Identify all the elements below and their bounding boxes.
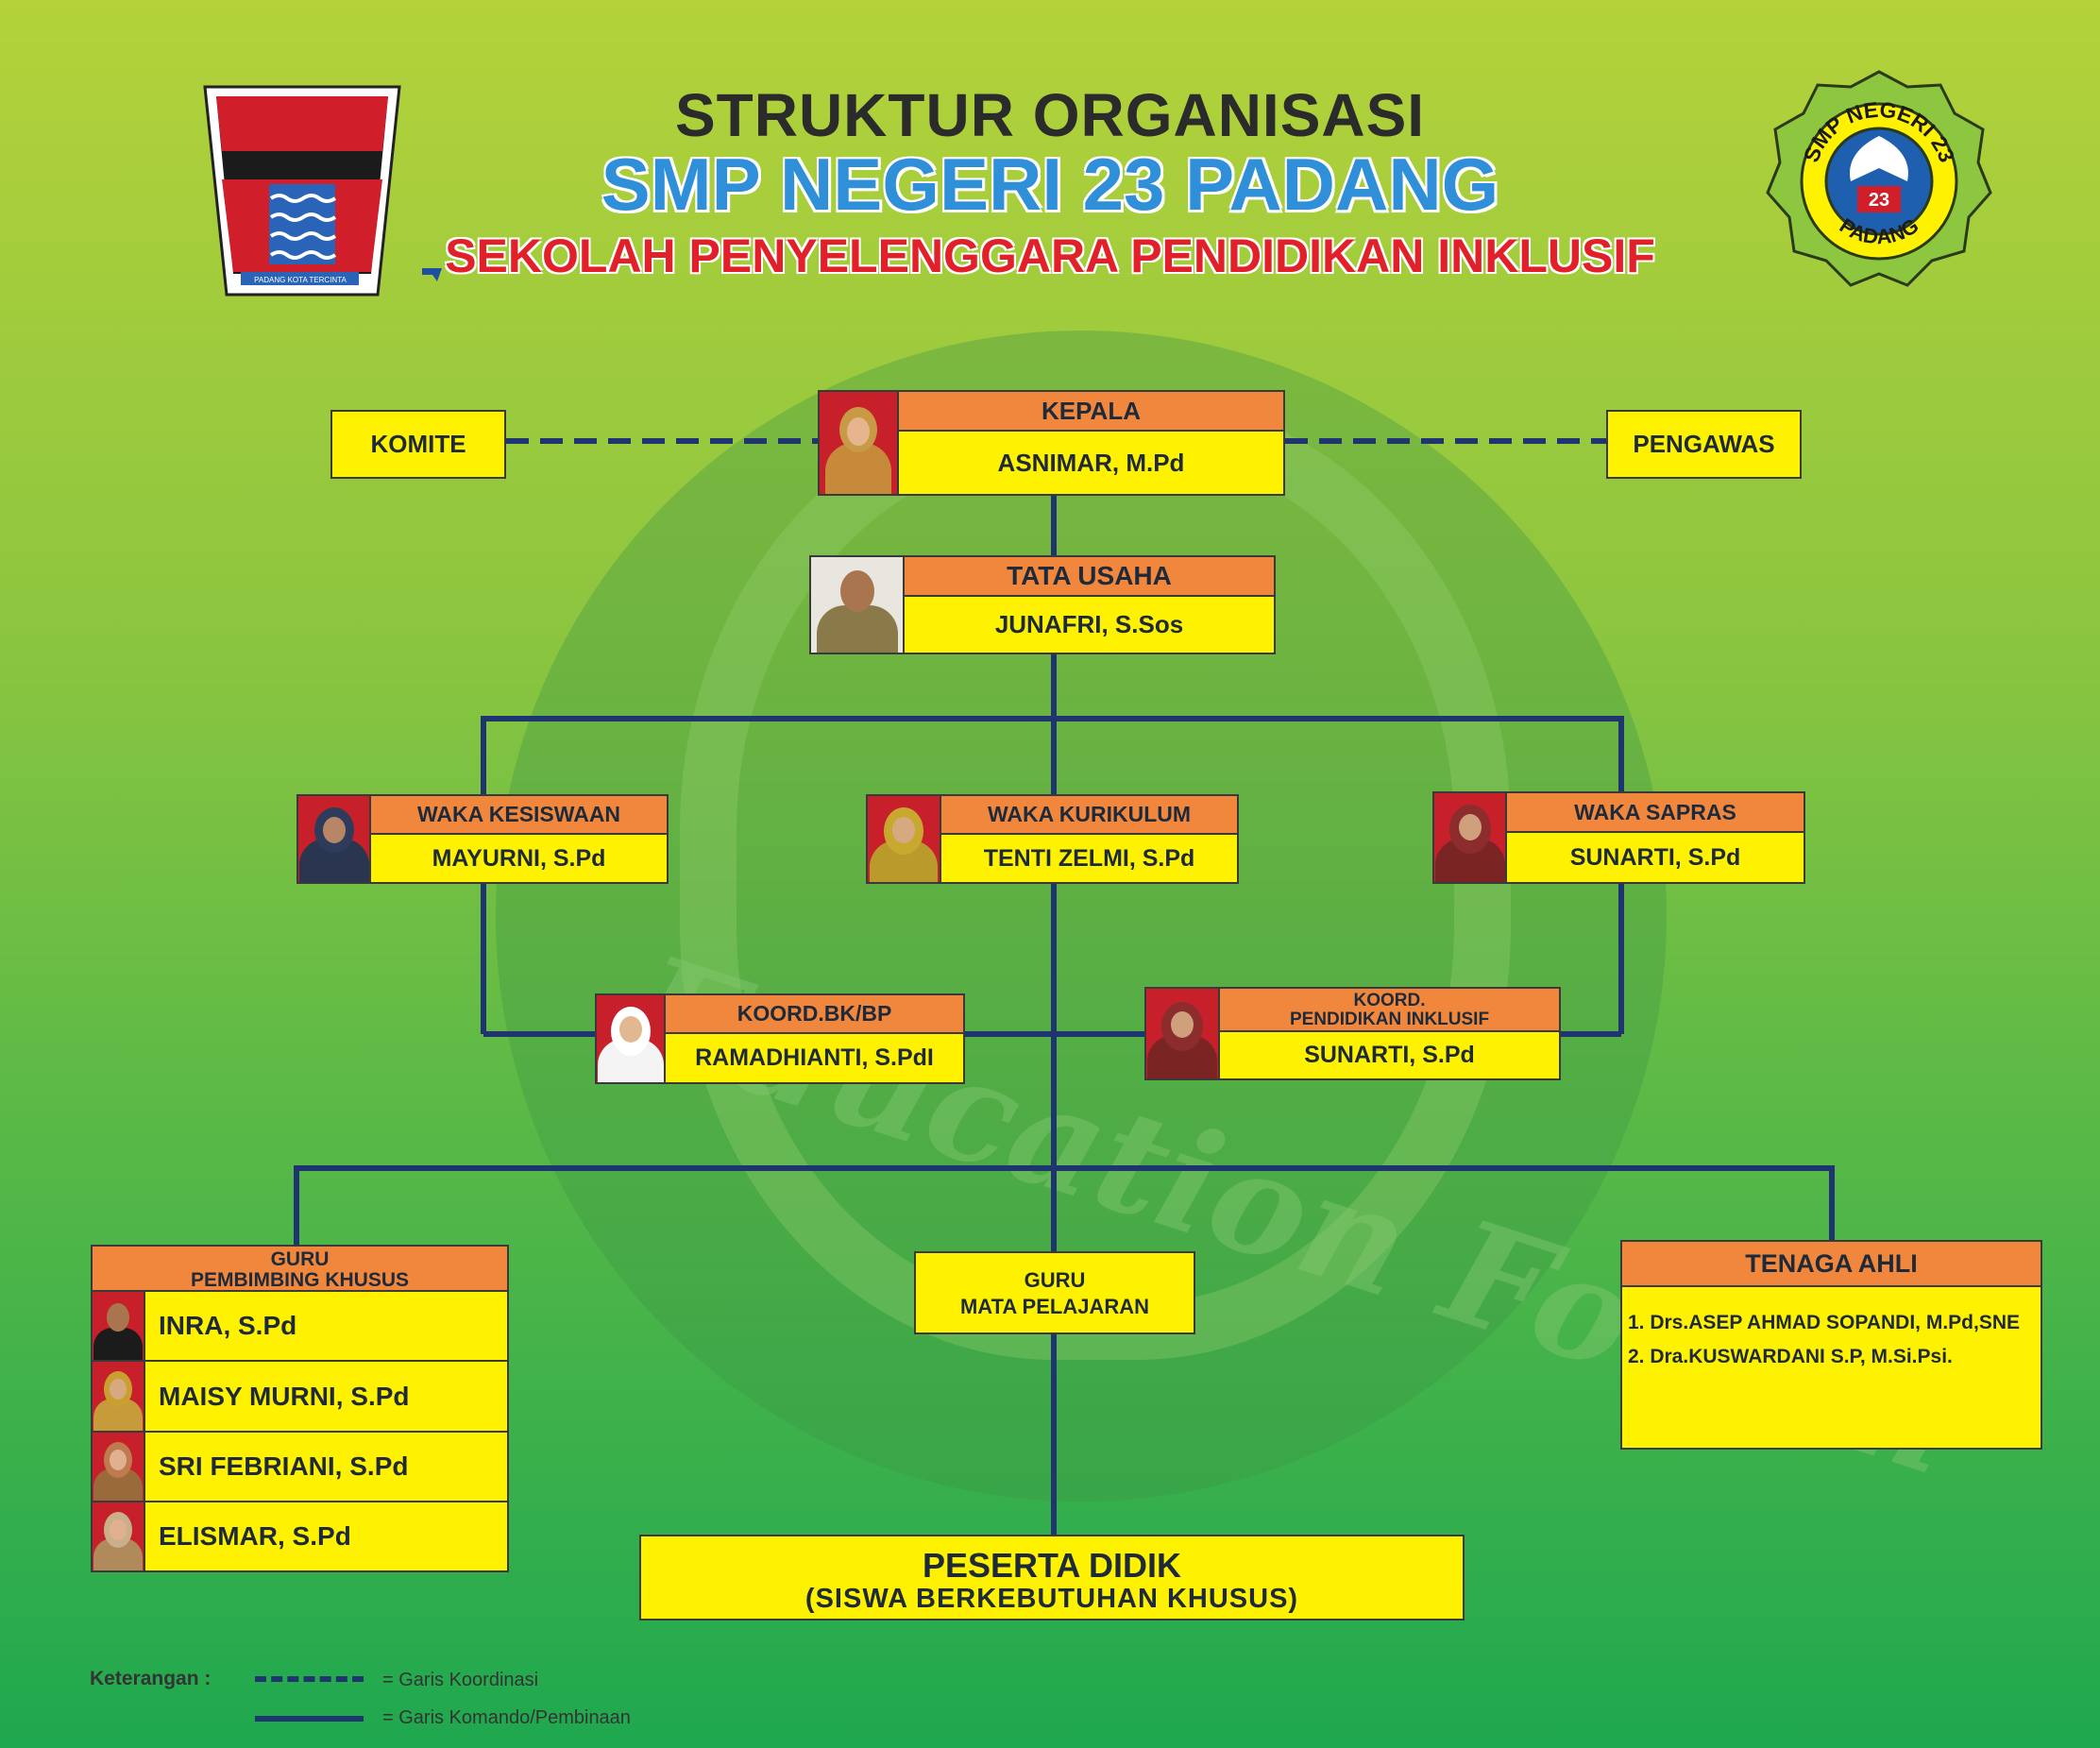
koord-bk-name: RAMADHIANTI, S.PdI — [664, 1032, 965, 1084]
kepala-photo — [818, 390, 899, 496]
waka-kurikulum-role: WAKA KURIKULUM — [940, 794, 1239, 835]
line-waka-bar — [481, 716, 1624, 796]
gpk-member-2: MAISY MURNI, S.Pd — [144, 1360, 509, 1433]
waka-kurikulum-photo — [866, 794, 941, 884]
legend-solid-text: = Garis Komando/Pembinaan — [382, 1707, 631, 1728]
koord-inklusif-role: KOORD. PENDIDIKAN INKLUSIF — [1218, 987, 1561, 1032]
koord-inklusif-name-label: SUNARTI, S.Pd — [1304, 1042, 1475, 1068]
school-name: SMP NEGERI 23 PADANG — [601, 143, 1499, 226]
koord-inklusif-role-line1: KOORD. — [1353, 991, 1426, 1010]
peserta-didik-line2: (SISWA BERKEBUTUHAN KHUSUS) — [804, 1584, 1299, 1614]
small-mark-icon — [421, 267, 444, 282]
waka-kesiswaan-name-label: MAYURNI, S.Pd — [432, 844, 606, 872]
page-subtitle: SEKOLAH PENYELENGGARA PENDIDIKAN INKLUSI… — [445, 229, 1655, 282]
gpk-member-1: INRA, S.Pd — [144, 1290, 509, 1362]
tenaga-ahli-role: TENAGA AHLI — [1620, 1240, 2042, 1287]
gpk-role: GURU PEMBIMBING KHUSUS — [91, 1245, 509, 1292]
line-bottom-bar — [294, 1165, 1835, 1247]
waka-sapras-name-label: SUNARTI, S.Pd — [1569, 843, 1741, 871]
gpk-photo-4 — [91, 1501, 145, 1572]
waka-sapras-role: WAKA SAPRAS — [1505, 791, 1805, 833]
waka-sapras-photo — [1432, 791, 1507, 884]
waka-kurikulum-name: TENTI ZELMI, S.Pd — [940, 833, 1239, 884]
koord-bk-name-label: RAMADHIANTI, S.PdI — [695, 1044, 934, 1071]
komite-box: KOMITE — [330, 410, 506, 479]
gpk-member-4-label: ELISMAR, S.Pd — [159, 1521, 351, 1551]
gpk-member-3: SRI FEBRIANI, S.Pd — [144, 1431, 509, 1502]
school-logo: 23 SMP NEGERI 23 PADANG — [1766, 68, 1992, 295]
tata-usaha-role-label: TATA USAHA — [1007, 561, 1172, 590]
waka-kurikulum-name-label: TENTI ZELMI, S.Pd — [983, 844, 1195, 872]
pengawas-label: PENGAWAS — [1633, 430, 1775, 458]
kepala-name-label: ASNIMAR, M.Pd — [997, 448, 1185, 477]
tenaga-ahli-role-label: TENAGA AHLI — [1745, 1248, 1918, 1278]
gpk-role-line1: GURU — [270, 1248, 330, 1270]
kepala-role-label: KEPALA — [1042, 396, 1141, 425]
koord-bk-photo — [595, 993, 666, 1084]
kepala-role: KEPALA — [897, 390, 1285, 432]
guru-mapel-line2: MATA PELAJARAN — [959, 1295, 1150, 1318]
page-title: STRUKTUR ORGANISASI — [674, 81, 1426, 149]
svg-text:PADANG KOTA TERCINTA: PADANG KOTA TERCINTA — [254, 276, 347, 284]
waka-kesiswaan-name: MAYURNI, S.Pd — [369, 833, 669, 884]
tata-usaha-photo — [809, 555, 905, 654]
gpk-member-3-label: SRI FEBRIANI, S.Pd — [159, 1451, 409, 1481]
koord-inklusif-photo — [1144, 987, 1220, 1080]
gpk-photo-1 — [91, 1290, 145, 1362]
komite-label: KOMITE — [370, 430, 466, 458]
tenaga-ahli-member-1: 1. Drs.ASEP AHMAD SOPANDI, M.Pd,SNE — [1628, 1312, 2021, 1333]
waka-kesiswaan-photo — [296, 794, 371, 884]
peserta-didik-box: PESERTA DIDIK (SISWA BERKEBUTUHAN KHUSUS… — [639, 1535, 1465, 1621]
guru-mapel-box: GURU MATA PELAJARAN — [914, 1251, 1195, 1334]
peserta-didik-line1: PESERTA DIDIK — [922, 1546, 1182, 1585]
legend-dashed-text: = Garis Koordinasi — [382, 1670, 539, 1690]
gpk-member-4: ELISMAR, S.Pd — [144, 1501, 509, 1572]
kepala-name: ASNIMAR, M.Pd — [897, 430, 1285, 496]
padang-city-logo: PADANG KOTA TERCINTA — [203, 85, 401, 297]
legend-dashed-line — [255, 1676, 364, 1682]
gpk-member-1-label: INRA, S.Pd — [159, 1311, 297, 1340]
svg-text:23: 23 — [1869, 190, 1889, 211]
tata-usaha-name-label: JUNAFRI, S.Sos — [994, 610, 1184, 638]
waka-kesiswaan-role-label: WAKA KESISWAAN — [416, 802, 621, 826]
legend-label: Keterangan : — [90, 1668, 212, 1689]
waka-sapras-role-label: WAKA SAPRAS — [1574, 799, 1736, 824]
gpk-photo-3 — [91, 1431, 145, 1502]
koord-inklusif-name: SUNARTI, S.Pd — [1218, 1030, 1561, 1080]
gpk-photo-2 — [91, 1360, 145, 1433]
gpk-member-2-label: MAISY MURNI, S.Pd — [159, 1381, 410, 1411]
koord-inklusif-role-line2: PENDIDIKAN INKLUSIF — [1289, 1010, 1490, 1029]
tenaga-ahli-members: 1. Drs.ASEP AHMAD SOPANDI, M.Pd,SNE 2. D… — [1620, 1285, 2042, 1450]
waka-kesiswaan-role: WAKA KESISWAAN — [369, 794, 669, 835]
waka-sapras-name: SUNARTI, S.Pd — [1505, 831, 1805, 884]
tata-usaha-role: TATA USAHA — [903, 555, 1276, 597]
tenaga-ahli-member-2: 2. Dra.KUSWARDANI S.P, M.Si.Psi. — [1628, 1346, 1953, 1367]
koord-bk-role: KOORD.BK/BP — [664, 993, 965, 1034]
waka-kurikulum-role-label: WAKA KURIKULUM — [987, 802, 1192, 826]
guru-mapel-line1: GURU — [1024, 1268, 1086, 1292]
legend-solid-line — [255, 1716, 364, 1722]
pengawas-box: PENGAWAS — [1606, 410, 1802, 479]
gpk-role-line2: PEMBIMBING KHUSUS — [190, 1269, 409, 1291]
tata-usaha-name: JUNAFRI, S.Sos — [903, 595, 1276, 654]
koord-bk-role-label: KOORD.BK/BP — [737, 1001, 892, 1026]
